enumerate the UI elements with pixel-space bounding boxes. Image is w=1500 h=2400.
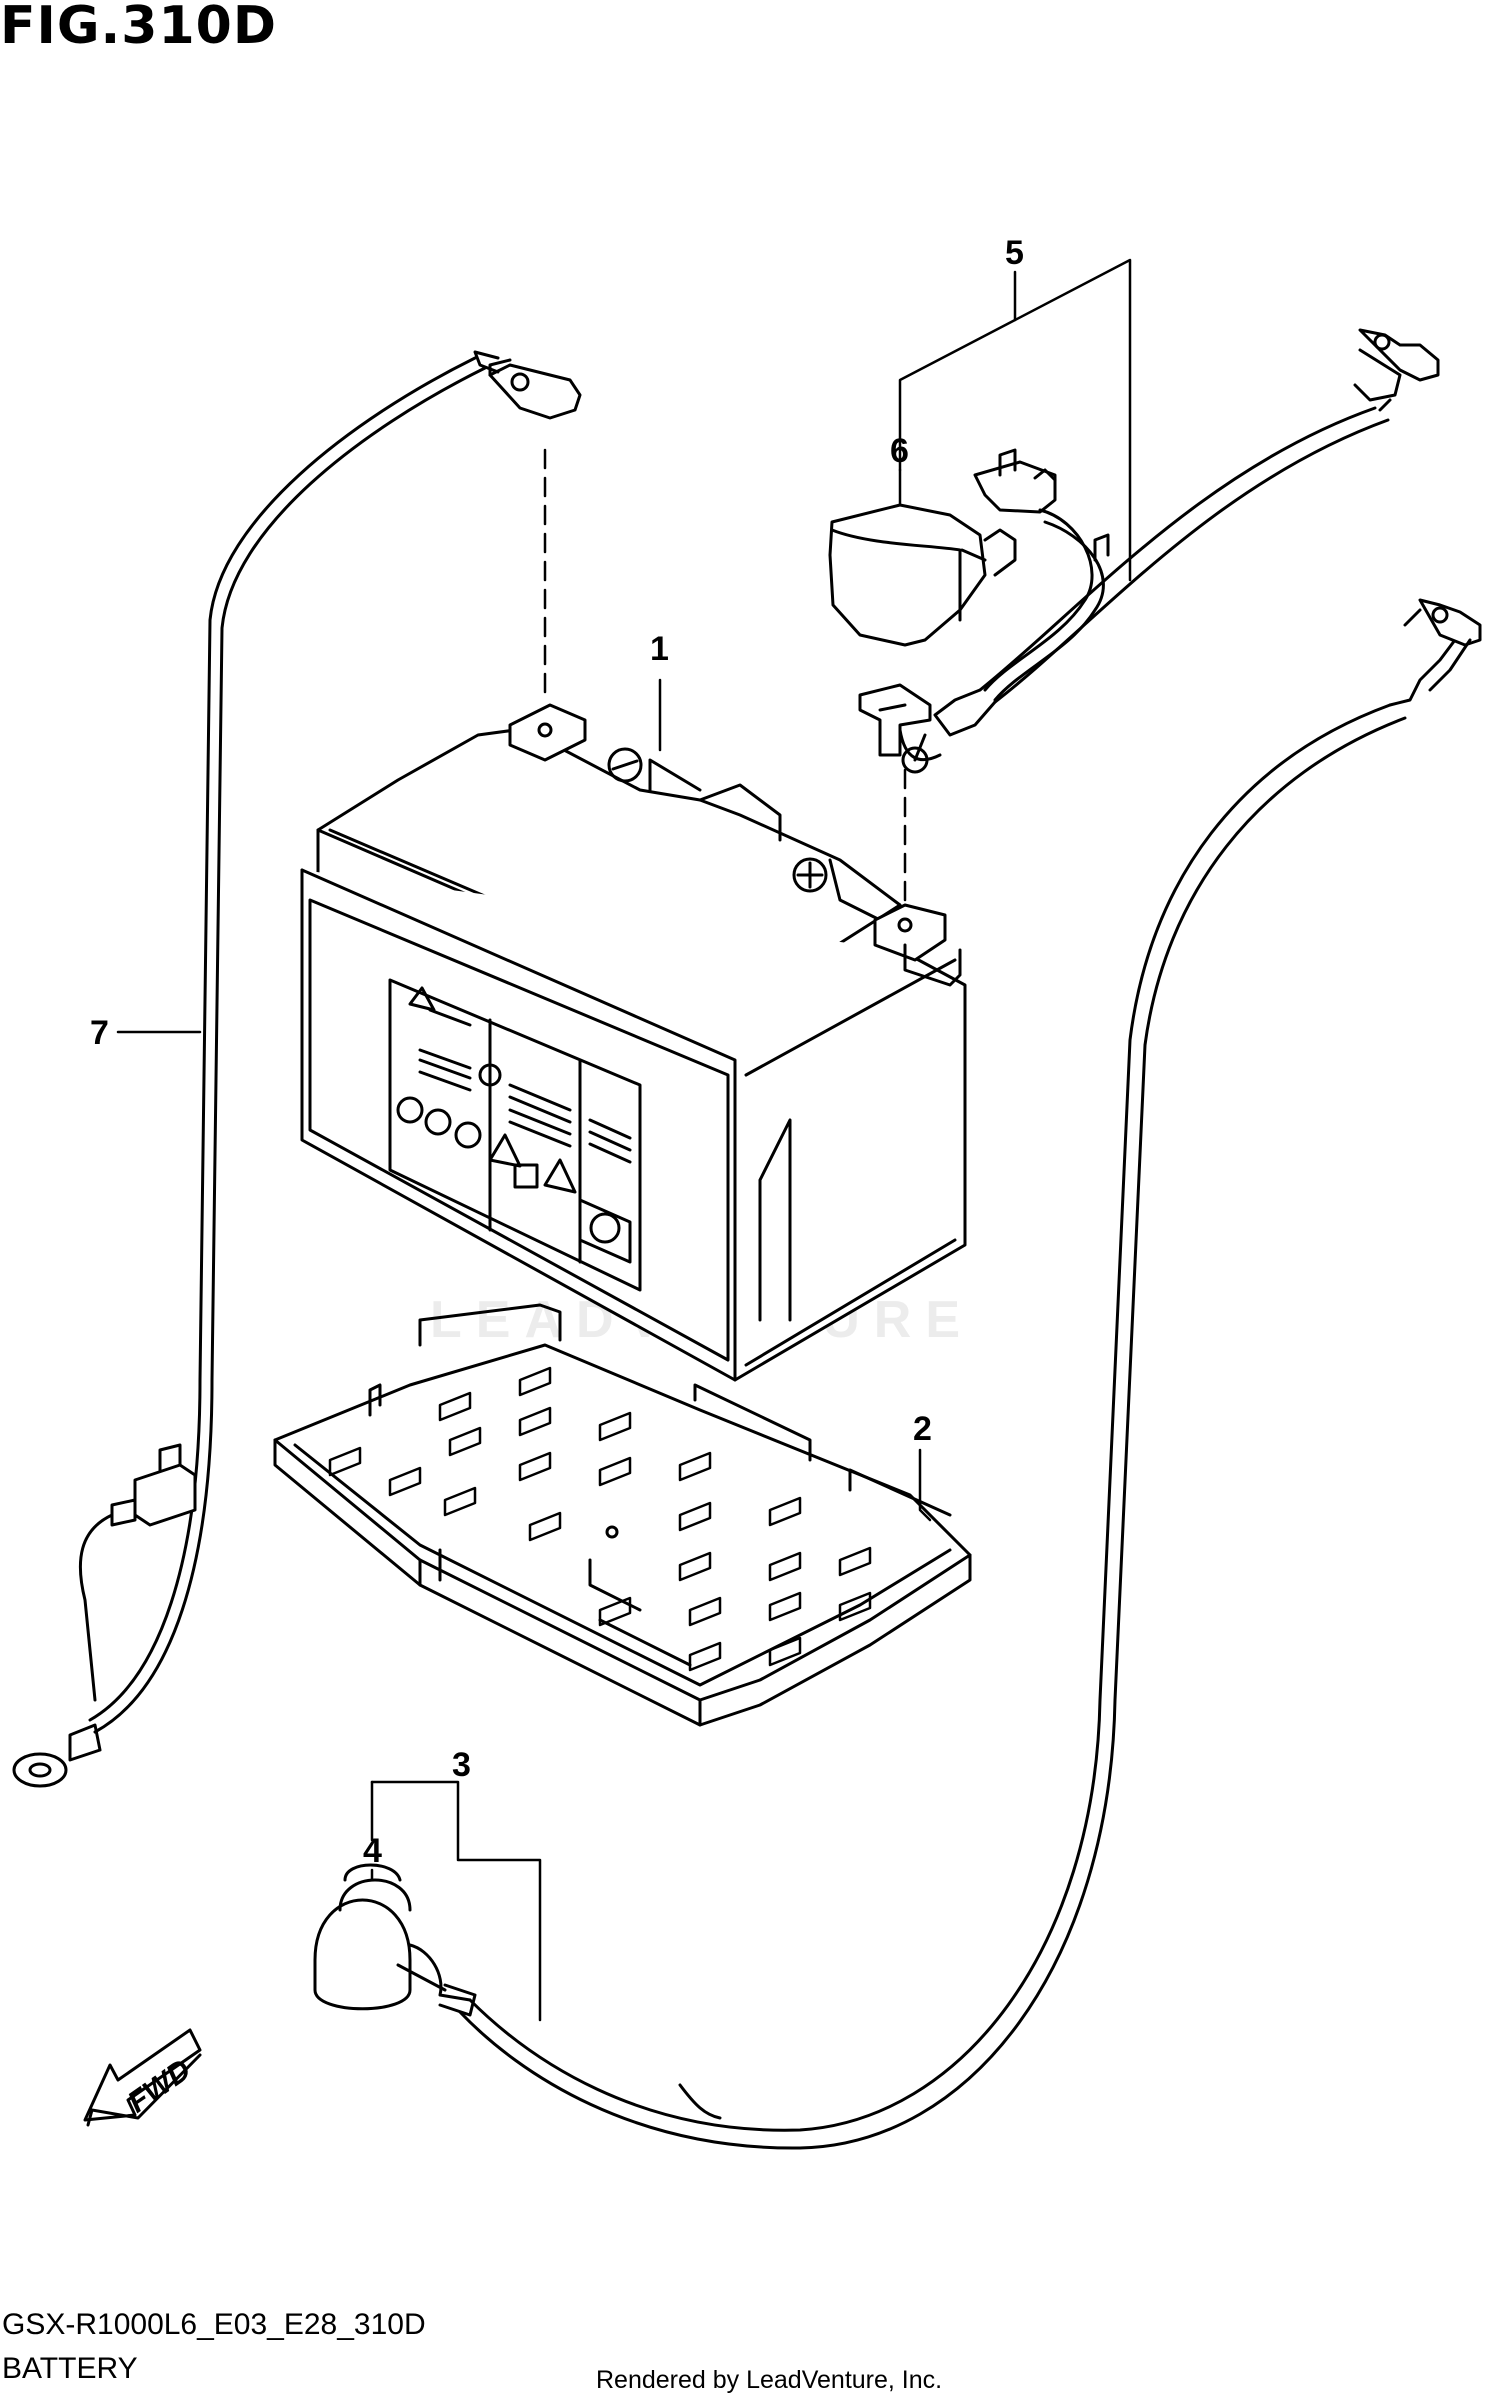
section-name: BATTERY (2, 2352, 138, 2385)
fwd-arrow-icon (83, 2028, 202, 2127)
terminal-cover (828, 448, 1105, 702)
callout-2: 2 (913, 1410, 932, 1448)
callout-3: 3 (452, 1746, 471, 1784)
assembly-guide-lines (543, 448, 907, 902)
ground-lead-wire (12, 350, 582, 1788)
starter-cable-assembly (858, 328, 1440, 774)
leader-lines (116, 258, 1132, 2022)
battery (300, 703, 967, 1382)
terminal-cap (313, 1863, 477, 2017)
callout-6: 6 (890, 432, 909, 470)
render-credit: Rendered by LeadVenture, Inc. (596, 2366, 943, 2394)
callout-7: 7 (90, 1014, 109, 1052)
callout-1: 1 (650, 630, 669, 668)
battery-tray (273, 1303, 972, 1727)
callout-4: 4 (363, 1832, 382, 1870)
figure-title: FIG.310D (0, 0, 278, 56)
callout-5: 5 (1005, 234, 1024, 272)
model-code: GSX-R1000L6_E03_E28_310D (2, 2308, 426, 2341)
lead-wire-with-cap (313, 598, 1482, 2150)
